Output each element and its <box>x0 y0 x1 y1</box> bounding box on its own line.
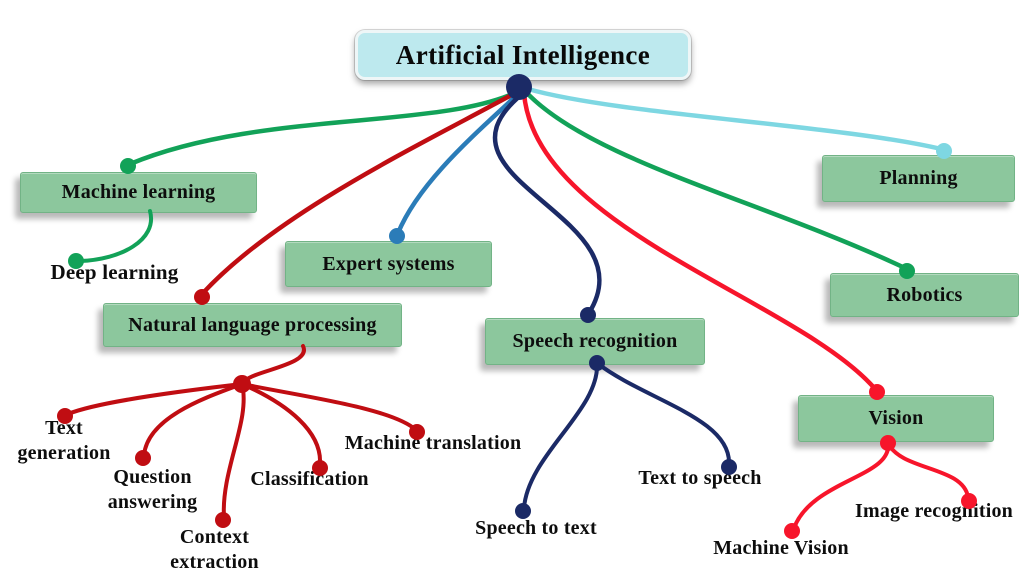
leaf-deep-learning: Deep learning <box>50 260 179 284</box>
node-speech-recognition: Speech recognition <box>485 318 705 365</box>
leaf-text-to-speech: Text to speech <box>638 467 762 489</box>
edge-ai-expert-systems <box>395 91 521 236</box>
edge-ml-deep-learning <box>78 209 154 263</box>
node-artificial-intelligence: Artificial Intelligence <box>355 30 691 80</box>
node-planning: Planning <box>822 155 1015 202</box>
edge-nlp-classification <box>240 382 323 466</box>
edge-vision-image-recognition <box>886 441 970 499</box>
node-machine-learning: Machine learning <box>20 172 257 213</box>
edge-ai-planning <box>525 86 944 152</box>
edge-nlp-machine-translation <box>240 382 418 432</box>
node-label: Natural language processing <box>128 313 377 336</box>
edge-text-to-speech <box>595 361 732 466</box>
nlp-fanhub-dot <box>233 375 251 393</box>
node-label: Vision <box>868 407 924 429</box>
node-label: Expert systems <box>322 252 455 275</box>
leaf-speech-to-text: Speech to text <box>475 517 597 539</box>
edge-ai-machine-learning <box>127 88 522 167</box>
leaf-machine-translation: Machine translation <box>344 432 522 454</box>
leaf-context-extraction: Context extraction <box>170 526 259 573</box>
leaf-machine-vision: Machine Vision <box>713 537 849 559</box>
edge-ai-speech-recognition <box>492 92 602 316</box>
node-robotics: Robotics <box>830 273 1019 317</box>
node-label: Planning <box>879 167 958 189</box>
edge-nlp-fanhub <box>244 344 306 382</box>
root-label: Artificial Intelligence <box>395 39 651 70</box>
node-label: Robotics <box>886 283 963 306</box>
node-natural-language-processing: Natural language processing <box>103 303 402 347</box>
leaf-image-recognition: Image recognition <box>854 500 1013 522</box>
leaf-question-answering: Question answering <box>107 466 198 513</box>
node-vision: Vision <box>798 395 994 442</box>
node-label: Speech recognition <box>512 330 678 352</box>
edge-nlp-context-extraction <box>221 382 246 519</box>
edge-speech-to-text <box>522 361 600 510</box>
question-answering-dot <box>135 450 151 466</box>
node-expert-systems: Expert systems <box>285 241 492 287</box>
node-label: Machine learning <box>61 181 216 203</box>
leaf-text-generation: Text generation <box>17 417 111 464</box>
edge-nlp-text-generation <box>66 382 244 416</box>
edge-nlp-question-answering <box>142 382 244 457</box>
leaf-classification: Classification <box>250 468 369 490</box>
